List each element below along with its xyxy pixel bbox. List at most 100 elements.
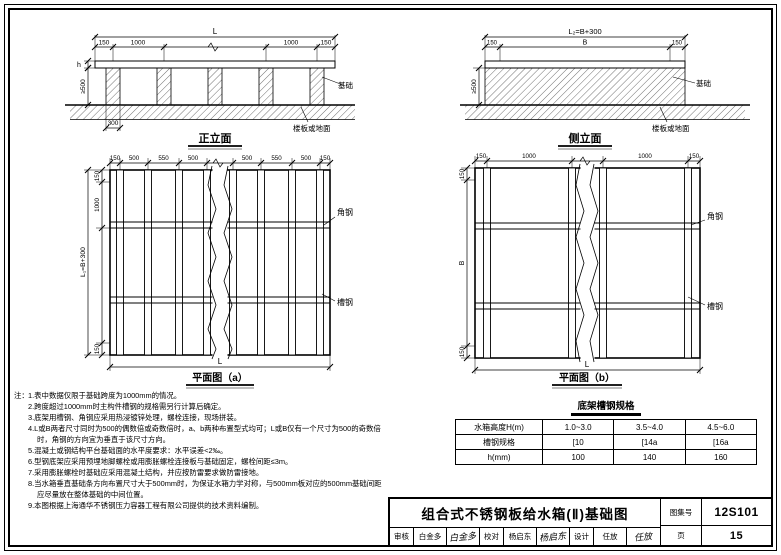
channel-spec-table: 底架槽钢规格 水箱高度H(m) 1.0~3.0 3.5~4.0 4.5~6.0 … [455, 396, 758, 465]
page-number-row: 页 15 [661, 526, 771, 545]
front-dim-chain: 150 1000 1000 150 [91, 40, 339, 52]
svg-text:平面图（b）: 平面图（b） [559, 371, 615, 384]
checker-signature: 杨启东 [537, 528, 570, 545]
front-elevation-drawing: L 150 1000 1000 150 h [65, 27, 355, 150]
dim-label: 500 [301, 155, 312, 162]
front-elevation-title: 正立面 [188, 131, 242, 150]
note-item: 1.表中数据仅限于基础跨度为1000mm的情况。 [28, 391, 182, 400]
plan-b-drawing: 150 1000 1000 150 150 B 150 L 角钢 槽钢 [459, 153, 723, 389]
channel-steel-label: 槽钢 [337, 297, 353, 307]
floor-slab [460, 104, 750, 120]
note-item: 3.底架用槽钢、角钢应采用热浸镀锌处理，螺栓连接，现场拼装。 [28, 413, 242, 422]
dim-label: 150 [320, 155, 331, 162]
table-cell: 100 [541, 449, 615, 465]
checker-label: 校对 [480, 528, 504, 545]
plan-b-dim-top: 150 1000 1000 150 [471, 153, 704, 168]
foundation-callout: 基础 [321, 76, 353, 90]
plan-b-dim-left: 150 B 150 [459, 164, 475, 362]
angle-steel-label: 角钢 [707, 211, 723, 221]
plan-a-dim-left: 150 1000 150 L₁=B+300 [80, 166, 110, 359]
sheet-title: 组合式不锈钢板给水箱(Ⅱ)基础图 [421, 507, 629, 522]
notes-prefix: 注： [14, 391, 29, 400]
dim-label-L1: L₁=B+300 [80, 247, 87, 277]
note-item: 2.跨度超过1000mm时主构件槽钢的规格需另行计算后确定。 [28, 402, 226, 411]
designer-signature: 任放 [634, 531, 653, 543]
table-cell: 水箱高度H(m) [455, 419, 543, 435]
dim-label-L: L [218, 357, 223, 366]
channel-steel-label: 槽钢 [707, 301, 723, 311]
dim-label: 150 [487, 41, 498, 47]
plan-b-dim-bottom: L [471, 358, 704, 374]
break-mark [575, 163, 599, 363]
channel-steel-callout: 槽钢 [687, 296, 723, 311]
side-dim-height: ≥500 [471, 64, 485, 109]
angle-steel-callout: 角钢 [323, 207, 353, 226]
dim-label: 550 [271, 155, 282, 162]
angle-steel-callout: 角钢 [690, 211, 723, 226]
front-dim-height: ≥500 [80, 64, 106, 109]
foundation-label: 基础 [338, 80, 353, 90]
table-cell: h(mm) [455, 449, 543, 465]
foundation-label: 基础 [696, 78, 711, 88]
dim-label-L: L [213, 27, 218, 36]
atlas-label: 图集号 [661, 499, 702, 525]
atlas-number-row: 图集号 12S101 [661, 499, 771, 526]
floor-slab [65, 104, 355, 120]
dim-label: 500 [188, 155, 199, 162]
table-cell: 3.5~4.0 [613, 419, 686, 435]
dim-label: 1000 [131, 40, 146, 47]
dim-label: 150 [94, 170, 101, 181]
notes-block: 注： 1.表中数据仅限于基础跨度为1000mm的情况。 2.跨度超过1000mm… [14, 390, 384, 511]
dim-label: 150 [110, 155, 121, 162]
dim-label-L: L [585, 360, 590, 369]
svg-text:平面图（a）: 平面图（a） [192, 371, 248, 384]
channel-steel-callout: 槽钢 [321, 293, 353, 307]
dim-label: 150 [672, 41, 683, 47]
dim-label: 150 [459, 168, 466, 179]
reviewer-signature: 白金多 [447, 528, 480, 545]
table-row: 槽钢规格 [10 [14a [16a [455, 434, 758, 450]
dim-label-B: B [459, 260, 466, 265]
foundation-strip [484, 67, 686, 106]
designer-label: 设计 [570, 528, 594, 545]
sheet-inner-border [8, 8, 773, 547]
note-item: 8.当水箱垂直基础条方向布置尺寸大于500mm时，为保证水箱力学对称，与500m… [28, 479, 382, 499]
dim-label-L2: L₂=B+300 [568, 27, 601, 36]
channel-frame-plate [94, 60, 336, 69]
dim-label-300: 300 [108, 120, 119, 127]
dim-label: 150 [94, 343, 101, 354]
dim-label-B: B [583, 40, 588, 47]
dim-label: 150 [459, 346, 466, 357]
plan-a-drawing: 150 500 550 500 500 550 500 150 150 1000… [80, 155, 353, 389]
side-elevation-drawing: L₂=B+300 150 B 150 ≥500 基础 楼板或地面 [460, 27, 750, 150]
reviewer-label: 审核 [390, 528, 414, 545]
table-cell: 4.5~6.0 [684, 419, 758, 435]
table-row: 水箱高度H(m) 1.0~3.0 3.5~4.0 4.5~6.0 [455, 419, 758, 435]
dim-label-500: ≥500 [80, 79, 87, 94]
table-cell: 140 [613, 449, 686, 465]
dim-label: 500 [129, 155, 140, 162]
table-cell: [14a [613, 434, 686, 450]
floor-callout: 楼板或地面 [652, 106, 690, 133]
spec-table-title: 底架槽钢规格 [455, 396, 757, 416]
dim-label: 1000 [638, 153, 652, 160]
note-item: 9.本图根据上海通华不锈钢压力容器工程有限公司提供的技术资料编制。 [28, 501, 264, 510]
channel-frame-plate [484, 60, 686, 69]
sheet-outer-border [4, 4, 777, 551]
svg-text:侧立面: 侧立面 [569, 131, 602, 145]
table-cell: 160 [684, 449, 758, 465]
table-row: h(mm) 100 140 160 [455, 449, 758, 465]
table-cell: 1.0~3.0 [541, 419, 615, 435]
dim-label: 150 [476, 153, 487, 160]
break-mark [207, 165, 233, 360]
title-block: 组合式不锈钢板给水箱(Ⅱ)基础图 审核 白金多 白金多 校对 杨启东 杨启东 设… [388, 497, 771, 545]
plan-a-dim-top: 150 500 550 500 500 550 500 150 [106, 155, 334, 170]
svg-text:正立面: 正立面 [199, 131, 232, 145]
angle-steel-label: 角钢 [337, 207, 353, 217]
front-dim-overall: L [91, 27, 339, 61]
dim-label-500: ≥500 [471, 79, 478, 94]
reviewer-name: 白金多 [414, 528, 447, 545]
dim-label-h: h [77, 62, 81, 69]
plan-a-dim-bottom: L [106, 355, 334, 371]
